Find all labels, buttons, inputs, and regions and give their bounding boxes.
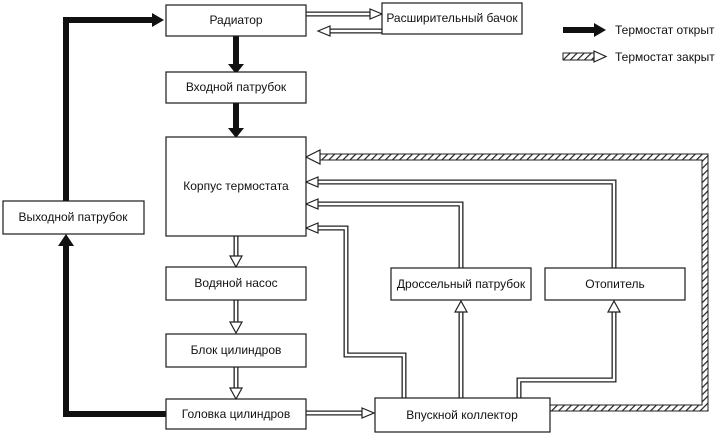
node-outlet-pipe: Выходной патрубок [2,200,145,235]
arrowhead [228,255,244,269]
arrowhead [316,25,331,37]
flow-hatched-bypass [304,149,709,412]
node-box [165,4,307,37]
flow-lines [58,8,709,419]
node-box [165,398,307,430]
arrowhead [228,64,244,74]
legend-swatch-closed [562,52,597,61]
arrowhead [152,13,164,27]
node-label: Отопитель [585,277,644,291]
node-label: Блок цилиндров [191,343,282,357]
node-box [390,267,532,301]
node-radiator: Радиатор [165,4,307,37]
node-label: Расширительный бачок [386,11,518,25]
arrowhead [606,299,622,313]
flow-head-to-outlet [63,242,166,417]
legend-label-closed: Термостат закрыт [615,50,715,64]
node-intake-manifold: Впускной коллектор [374,397,551,433]
node-throttle-body: Дроссельный патрубок [390,267,532,301]
node-label: Радиатор [209,13,262,27]
node-cylinder-block: Блок цилиндров [165,333,307,368]
node-thermostat-housing: Корпус термостата [165,136,307,237]
arrowhead [304,176,319,188]
legend: Термостат открыт Термостат закрыт [562,23,715,64]
node-heater: Отопитель [544,267,686,301]
node-label: Впускной коллектор [406,408,518,422]
arrowhead [453,299,469,313]
node-box [165,71,307,104]
node-box [2,200,145,235]
legend-item-open: Термостат открыт [563,23,715,37]
arrowhead [228,321,244,335]
arrowhead [304,149,321,165]
arrowhead [58,234,74,246]
node-label: Входной патрубок [186,80,287,94]
node-inlet-pipe: Входной патрубок [165,71,307,104]
node-label: Головка цилиндров [182,407,290,421]
flow-closed-lines [228,8,622,419]
flow-outlet-to-radiator [63,17,154,201]
flow-open-lines [58,13,244,417]
arrowhead [593,50,608,63]
node-label: Выходной патрубок [18,210,128,224]
node-label: Водяной насос [194,276,277,290]
arrowhead [228,387,244,401]
node-box [165,333,307,368]
arrowhead [304,198,319,210]
legend-item-closed: Термостат закрыт [562,50,715,64]
node-water-pump: Водяной насос [165,266,307,301]
node-label: Дроссельный патрубок [397,277,526,291]
arrowhead [361,407,376,419]
node-box [165,266,307,301]
arrowhead [228,128,244,138]
node-label: Корпус термостата [183,179,289,193]
arrowhead [594,23,606,37]
node-box [374,397,551,433]
node-cylinder-head: Головка цилиндров [165,398,307,430]
node-expansion-tank: Расширительный бачок [381,2,523,35]
node-box [165,136,307,237]
arrowhead [369,8,384,20]
node-box [381,2,523,35]
arrowhead [304,222,319,234]
legend-label-open: Термостат открыт [615,23,715,37]
node-box [544,267,686,301]
